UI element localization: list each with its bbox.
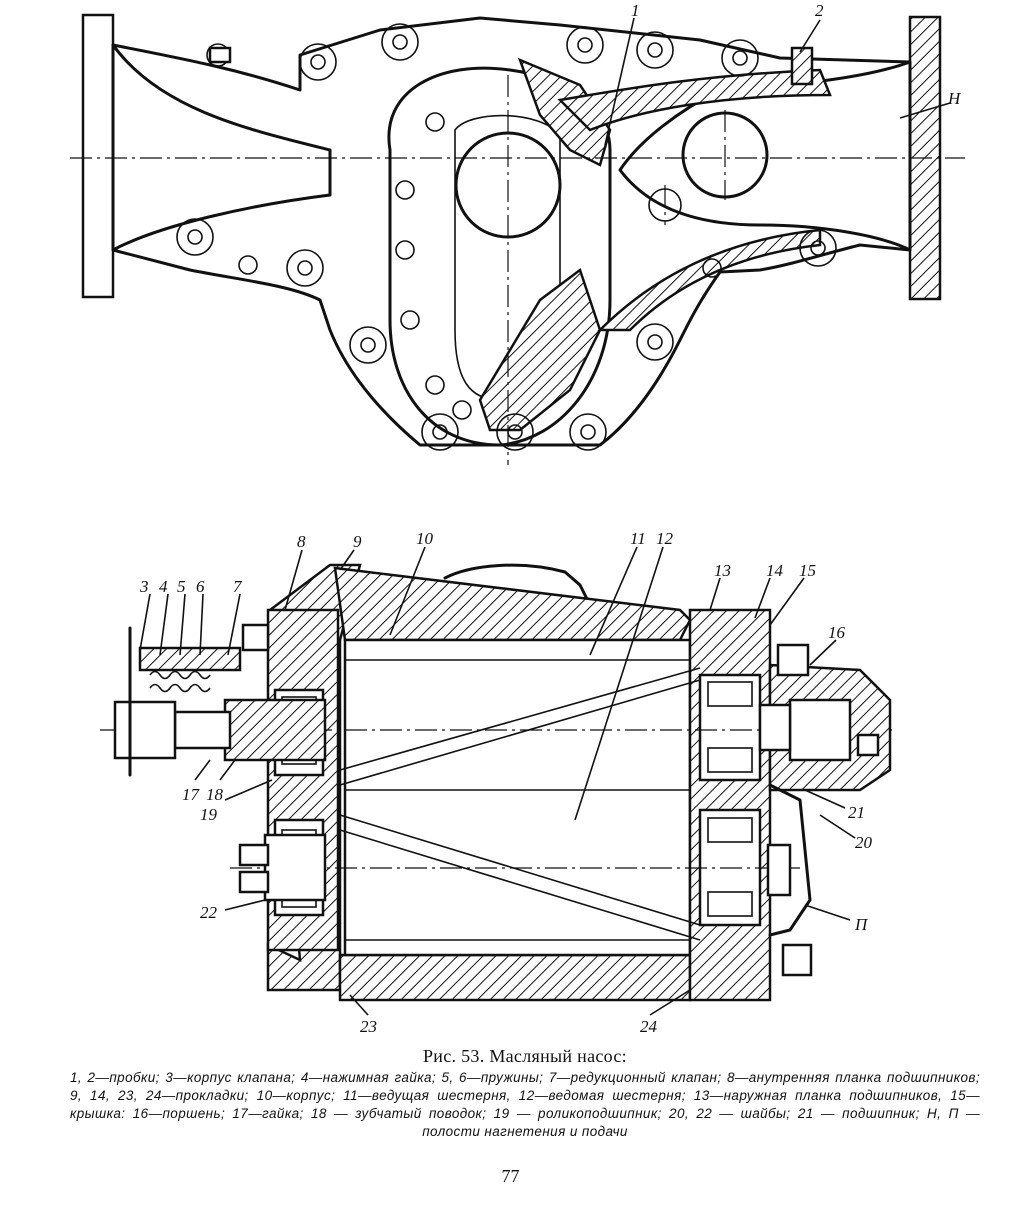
- label-10: 10: [416, 529, 434, 548]
- label-18: 18: [206, 785, 224, 804]
- label-12: 12: [656, 529, 674, 548]
- page-number: 77: [501, 1166, 520, 1186]
- label-8: 8: [297, 532, 306, 551]
- label-23: 23: [360, 1017, 377, 1036]
- label-16: 16: [828, 623, 846, 642]
- label-13: 13: [714, 561, 731, 580]
- label-7: 7: [233, 577, 243, 596]
- label-20: 20: [855, 833, 873, 852]
- caption-text: 1, 2—пробки; 3—корпус клапана; 4—нажимна…: [70, 1070, 980, 1139]
- caption-title: Рис. 53. Масляный насос:: [423, 1046, 627, 1066]
- label-21: 21: [848, 803, 865, 822]
- label-2: 2: [815, 1, 824, 20]
- label-9: 9: [353, 532, 362, 551]
- figure-caption: Рис. 53. Масляный насос: 1, 2—пробки; 3—…: [70, 1046, 980, 1141]
- top-view: 1 2 Н: [70, 1, 965, 465]
- label-14: 14: [766, 561, 784, 580]
- label-22: 22: [200, 903, 218, 922]
- label-11: 11: [630, 529, 646, 548]
- label-17: 17: [182, 785, 201, 804]
- label-H: Н: [947, 89, 962, 108]
- section-view: 3 4 5 6 7 8 9 10 11 12 13 14 15 16 17 18…: [100, 529, 895, 1036]
- label-P: П: [854, 915, 869, 934]
- oil-pump-drawing: 1 2 Н: [70, 1, 965, 1036]
- label-3: 3: [139, 577, 149, 596]
- label-1: 1: [631, 1, 640, 20]
- label-19: 19: [200, 805, 218, 824]
- label-15: 15: [799, 561, 816, 580]
- bolt-holes-top: [176, 23, 837, 451]
- label-4: 4: [159, 577, 168, 596]
- label-24: 24: [640, 1017, 658, 1036]
- label-6: 6: [196, 577, 205, 596]
- label-5: 5: [177, 577, 186, 596]
